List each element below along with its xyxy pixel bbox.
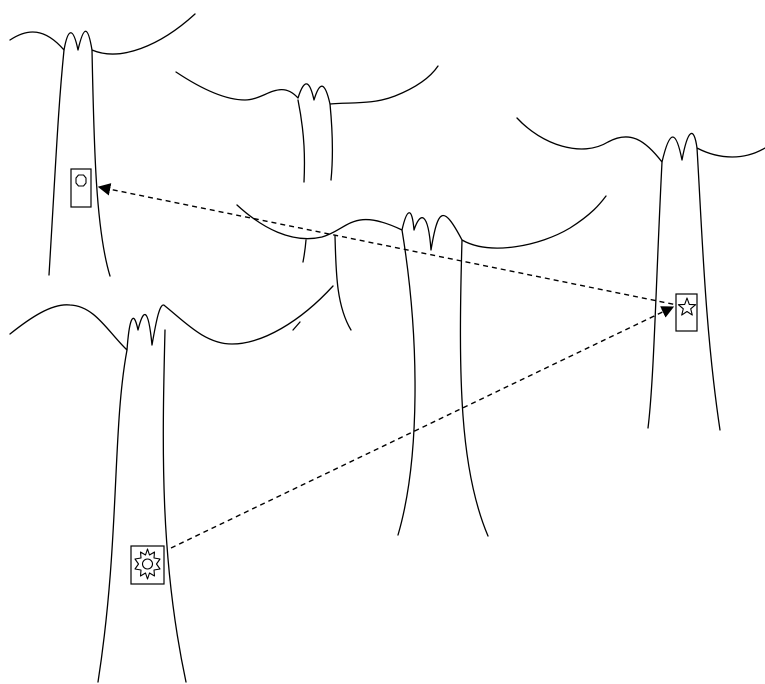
- tree-back-center-lower-trunk: [334, 235, 352, 331]
- tree-bottom-left-trunk: [97, 349, 128, 683]
- star-sign: [675, 293, 698, 332]
- tree-top-left-canopy: [9, 13, 196, 55]
- octagon-sign: [70, 168, 92, 208]
- tree-right-trunk: [696, 147, 721, 431]
- tree-back-center-lower-trunk: [302, 239, 307, 263]
- sun-sign: [130, 545, 165, 585]
- tree-right-canopy: [516, 117, 765, 163]
- star-icon: [677, 297, 697, 316]
- tree-back-center-canopy: [175, 65, 439, 105]
- octagon-icon: [75, 174, 87, 187]
- tree-right: [516, 117, 765, 431]
- tree-top-left-trunk: [91, 49, 111, 277]
- tree-bottom-left-canopy: [9, 285, 334, 351]
- tree-bottom-left: [9, 285, 334, 683]
- tree-center-trunk: [397, 229, 416, 536]
- tree-center: [236, 195, 607, 537]
- route-sun-to-star: [170, 306, 675, 549]
- route-lines: [97, 183, 683, 549]
- tree-bottom-left-canopy: [292, 321, 301, 331]
- tree-bottom-left-trunk: [162, 329, 187, 683]
- tree-back-center-trunk: [297, 99, 306, 183]
- tree-back-center-trunk: [329, 103, 334, 181]
- tree-back-center: [175, 65, 439, 183]
- tree-center-canopy: [236, 195, 607, 251]
- tree-center-trunk: [459, 239, 489, 537]
- sun-icon-center: [141, 558, 154, 570]
- tree-right-trunk: [647, 161, 663, 429]
- tree-top-left: [9, 13, 196, 277]
- route-star-to-octagon: [97, 183, 683, 307]
- tree-top-left-trunk: [48, 49, 65, 276]
